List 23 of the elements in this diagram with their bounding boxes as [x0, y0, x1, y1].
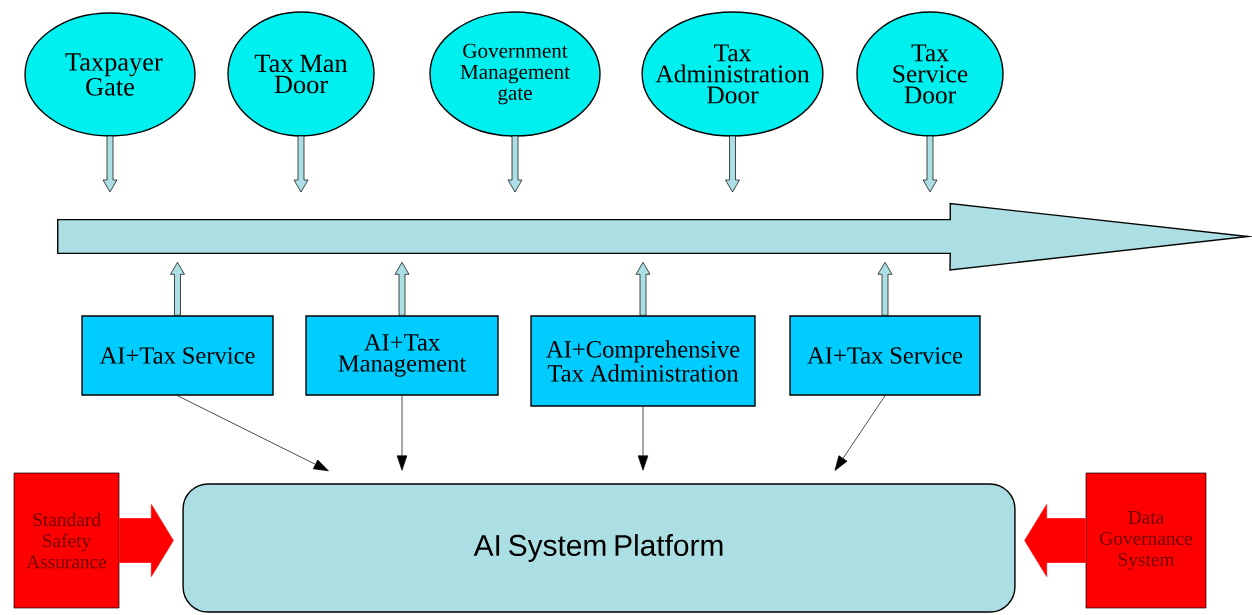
- arrow: [396, 395, 408, 471]
- hollow-arrow: [635, 261, 651, 316]
- hollow-arrow: [394, 261, 410, 316]
- support-box: Data Governance System: [1085, 472, 1207, 609]
- hollow-arrow: [102, 135, 118, 193]
- hollow-arrow: [507, 135, 523, 193]
- arrow: [177, 395, 329, 472]
- block-arrow: [1024, 504, 1086, 577]
- service-box: AI+Tax Service: [81, 315, 274, 396]
- platform-box: AI System Platform: [182, 483, 1016, 613]
- block-arrow: [119, 504, 174, 577]
- hollow-arrow: [293, 135, 309, 193]
- service-box: AI+Tax Service: [789, 315, 981, 396]
- hollow-arrow: [170, 261, 185, 316]
- hollow-arrow: [725, 135, 740, 193]
- arrow: [834, 395, 886, 471]
- hollow-arrow: [922, 135, 938, 193]
- flow-arrow: [57, 202, 1252, 271]
- hollow-arrow: [877, 261, 893, 316]
- service-box: AI+Tax Management: [305, 315, 499, 396]
- support-box: Standard Safety Assurance: [13, 472, 120, 609]
- arrow: [637, 406, 649, 471]
- service-box: AI+Comprehensive Tax Administration: [530, 315, 756, 407]
